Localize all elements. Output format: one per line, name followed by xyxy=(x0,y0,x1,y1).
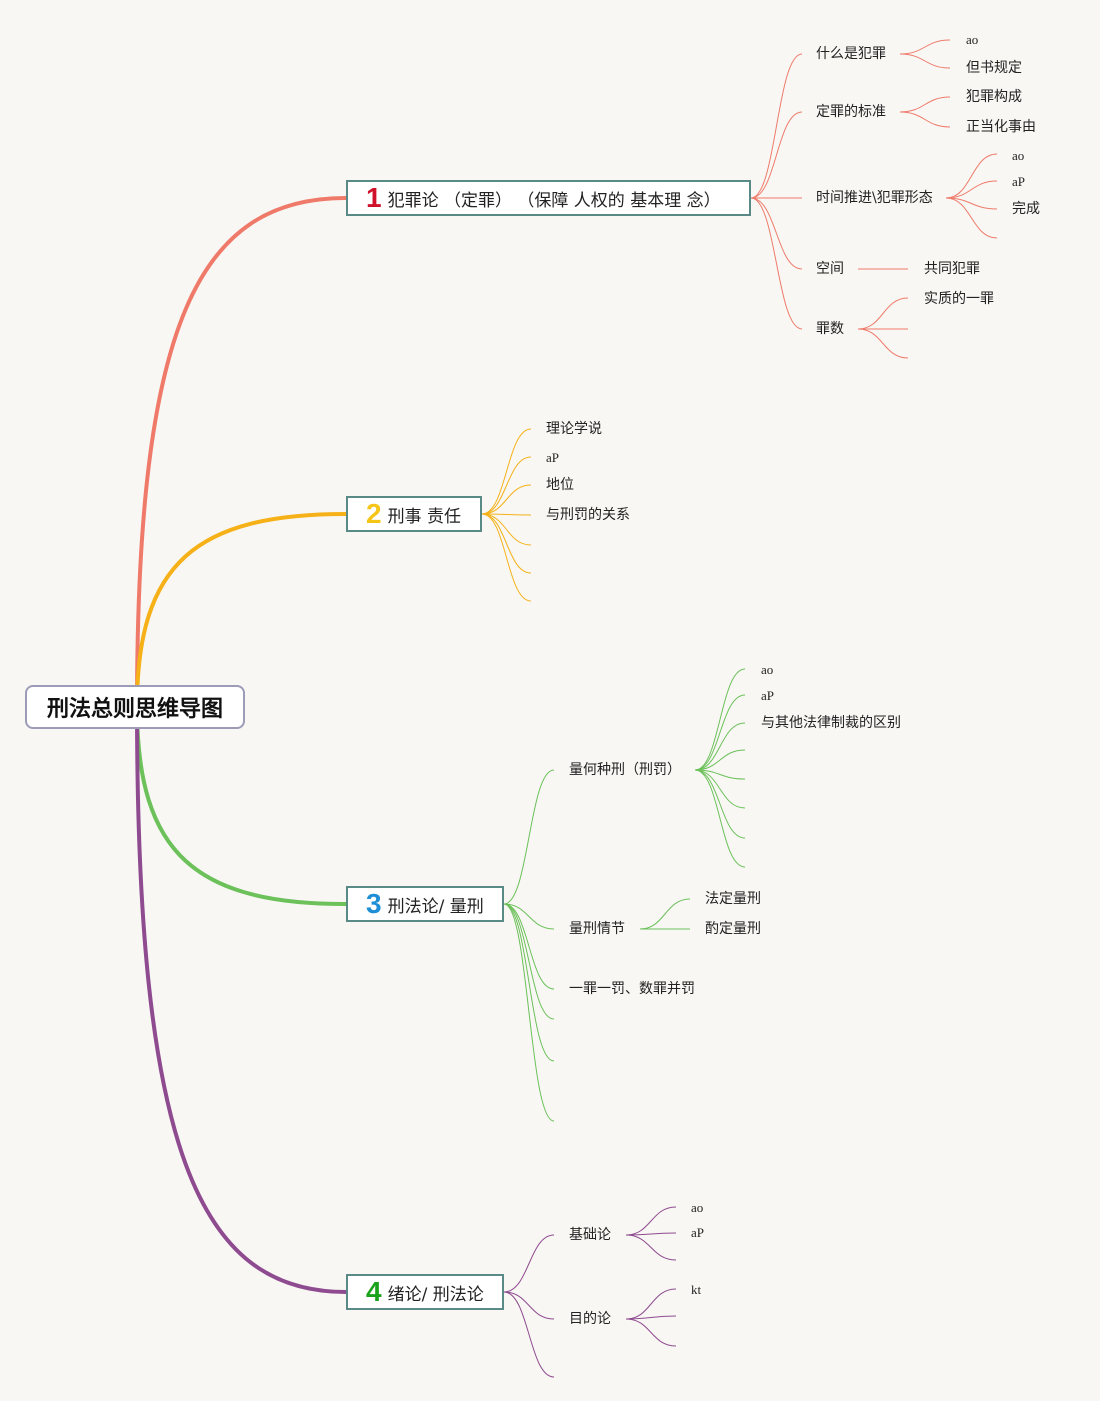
b1c-1 xyxy=(945,180,998,199)
b4a-0 xyxy=(625,1206,677,1236)
b3-fan-3 xyxy=(503,903,555,1020)
b2-fan-1 xyxy=(481,456,532,515)
topic-punishment-ao[interactable]: ao xyxy=(761,662,774,677)
topic-theories[interactable]: 理论学说 xyxy=(546,421,602,437)
topic-what-is-crime-ao[interactable]: ao xyxy=(966,32,979,47)
b3-fan-0 xyxy=(503,769,555,905)
b2-fan-4 xyxy=(481,513,532,546)
b3a-3 xyxy=(694,749,746,771)
b3a-5 xyxy=(694,769,746,809)
root-to-branch-3 xyxy=(135,706,347,906)
b1a-0 xyxy=(899,39,951,55)
topic-justification[interactable]: 正当化事由 xyxy=(966,119,1036,135)
b4b-2 xyxy=(625,1318,677,1347)
b1a-1 xyxy=(899,53,951,69)
root-to-branch-1 xyxy=(135,196,347,708)
branch-4-number: 4 xyxy=(366,1276,382,1307)
root-topic[interactable]: 刑法总则思维导图 xyxy=(25,685,245,729)
b2-fan-3 xyxy=(481,513,532,516)
topic-what-is-crime[interactable]: 什么是犯罪 xyxy=(816,46,886,62)
b3a-6 xyxy=(694,769,746,839)
topic-discretionary-sentencing[interactable]: 酌定量刑 xyxy=(705,921,761,937)
b3a-2 xyxy=(694,722,746,771)
b2-fan-0 xyxy=(481,428,532,515)
branch-2-number: 2 xyxy=(366,498,382,529)
b3a-1 xyxy=(694,694,746,771)
b1b-1 xyxy=(899,111,951,128)
branch-3-number: 3 xyxy=(366,888,382,919)
topic-number-of-crimes[interactable]: 罪数 xyxy=(816,321,844,337)
branch-1-number: 1 xyxy=(366,182,382,213)
b1-fan-0 xyxy=(750,53,803,199)
topic-foundation-ap[interactable]: aP xyxy=(691,1225,704,1240)
b1c-3 xyxy=(945,197,998,239)
topic-crime-forms-ao[interactable]: ao xyxy=(1012,148,1025,163)
b4a-1 xyxy=(625,1232,677,1236)
b1b-0 xyxy=(899,96,951,113)
b3-fan-4 xyxy=(503,903,555,1062)
topic-crime-forms[interactable]: 时间推进\犯罪形态 xyxy=(816,190,933,206)
topic-conviction-standard[interactable]: 定罪的标准 xyxy=(816,104,886,120)
b4-fan-0 xyxy=(503,1234,555,1293)
topic-completion[interactable]: 完成 xyxy=(1012,201,1040,217)
topic-which-punishment[interactable]: 量何种刑（刑罚） xyxy=(569,762,681,778)
topic-crime-forms-ap[interactable]: aP xyxy=(1012,174,1025,189)
topic-statutory-sentencing[interactable]: 法定量刑 xyxy=(705,891,761,907)
b1-fan-4 xyxy=(750,197,803,330)
b4-fan-1 xyxy=(503,1291,555,1320)
branch-1-label: 犯罪论 （定罪） （保障 人权的 基本理 念） xyxy=(387,190,721,211)
b4b-0 xyxy=(625,1288,677,1320)
branch-3-label: 刑法论/ 量刑 xyxy=(387,896,484,917)
topic-difference-other-sanctions[interactable]: 与其他法律制裁的区别 xyxy=(761,715,901,731)
topic-substantive-single-crime[interactable]: 实质的一罪 xyxy=(924,291,994,307)
branch-4-label: 绪论/ 刑法论 xyxy=(387,1284,484,1305)
b2-fan-6 xyxy=(481,513,532,602)
b3-fan-5 xyxy=(503,903,555,1122)
branch-2-label: 刑事 责任 xyxy=(387,506,461,527)
b4b-1 xyxy=(625,1315,677,1320)
b3a-0 xyxy=(694,668,746,771)
topic-foundation-ao[interactable]: ao xyxy=(691,1200,704,1215)
topic-relation-to-punishment[interactable]: 与刑罚的关系 xyxy=(546,507,630,523)
branch-1-topic[interactable]: 1 犯罪论 （定罪） （保障 人权的 基本理 念） xyxy=(346,180,751,216)
b1e-2 xyxy=(857,328,909,359)
b1-fan-1 xyxy=(750,111,803,199)
topic-space[interactable]: 空间 xyxy=(816,261,844,277)
b3a-7 xyxy=(694,769,746,868)
b1c-0 xyxy=(945,153,998,199)
topic-crime-constitution[interactable]: 犯罪构成 xyxy=(966,89,1022,105)
b3-fan-1 xyxy=(503,903,555,930)
b3b-0 xyxy=(639,898,691,930)
b4-fan-2 xyxy=(503,1291,555,1378)
topic-proviso[interactable]: 但书规定 xyxy=(966,60,1022,76)
topic-punishment-ap[interactable]: aP xyxy=(761,688,774,703)
b1e-0 xyxy=(857,297,909,330)
b2-fan-2 xyxy=(481,484,532,515)
topic-status[interactable]: 地位 xyxy=(546,477,574,493)
b1-fan-3 xyxy=(750,197,803,270)
branch-2-topic[interactable]: 2 刑事 责任 xyxy=(346,496,482,532)
b2-fan-5 xyxy=(481,513,532,574)
b4a-2 xyxy=(625,1234,677,1261)
topic-responsibility-ap[interactable]: aP xyxy=(546,450,559,465)
branch-3-topic[interactable]: 3 刑法论/ 量刑 xyxy=(346,886,504,922)
branch-4-topic[interactable]: 4 绪论/ 刑法论 xyxy=(346,1274,504,1310)
topic-purpose-theory[interactable]: 目的论 xyxy=(569,1311,611,1327)
root-to-branch-2 xyxy=(135,512,347,708)
topic-joint-crime[interactable]: 共同犯罪 xyxy=(924,261,980,277)
root-to-branch-4 xyxy=(135,706,347,1294)
topic-purpose-kt[interactable]: kt xyxy=(691,1282,702,1297)
topic-combined-punishment[interactable]: 一罪一罚、数罪并罚 xyxy=(569,981,695,997)
topic-sentencing-circumstances[interactable]: 量刑情节 xyxy=(569,921,625,937)
topic-foundation-theory[interactable]: 基础论 xyxy=(569,1227,611,1243)
